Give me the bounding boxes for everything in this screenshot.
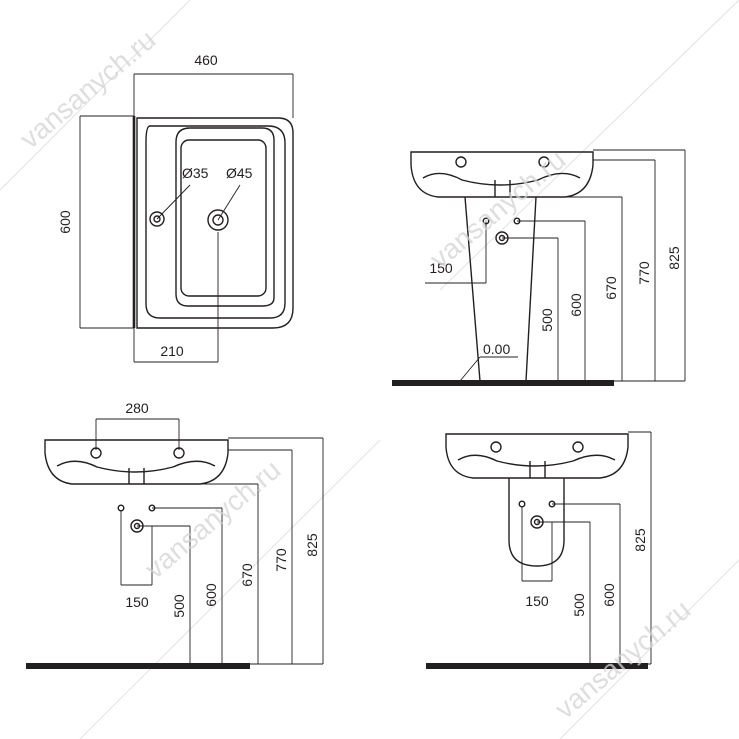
drain-hole-icon bbox=[207, 209, 229, 231]
dim-h-670: 670 bbox=[603, 276, 619, 300]
top-view: 460 600 Ø35 Ø45 210 bbox=[57, 52, 294, 363]
dim-offset: 210 bbox=[160, 343, 184, 359]
dim-h-825: 825 bbox=[632, 528, 648, 552]
floor-line bbox=[426, 663, 648, 669]
dim-width: 460 bbox=[194, 52, 218, 68]
dim-h-670: 670 bbox=[239, 563, 255, 587]
basin-bowl-inner bbox=[180, 139, 267, 297]
dim-drain-offset: 150 bbox=[525, 593, 549, 609]
dim-h-600: 600 bbox=[601, 583, 617, 607]
floor-line bbox=[26, 663, 250, 669]
watermark: vansanych.ru vansanych.ru vansanych.ru v… bbox=[14, 24, 697, 725]
water-supply-icon bbox=[518, 500, 526, 508]
dim-hole-small: Ø35 bbox=[182, 165, 209, 181]
dim-floor-level: 0.00 bbox=[483, 341, 510, 357]
watermark-text: vansanych.ru bbox=[424, 144, 572, 275]
dim-tap-spacing: 280 bbox=[125, 400, 149, 416]
basin-bowl-outer bbox=[175, 127, 275, 307]
watermark-text: vansanych.ru bbox=[139, 454, 287, 585]
pedestal-view: 150 0.00 500 600 670 770 825 bbox=[392, 149, 686, 386]
semi-pedestal bbox=[508, 478, 565, 567]
tap-hole-icon bbox=[149, 211, 165, 227]
dim-h-600: 600 bbox=[568, 293, 584, 317]
pedestal bbox=[464, 196, 537, 382]
water-supply-icon bbox=[117, 504, 125, 512]
dim-h-825: 825 bbox=[666, 246, 682, 270]
tap-hole-icon bbox=[490, 441, 502, 453]
dim-h-600: 600 bbox=[203, 583, 219, 607]
dim-drain-offset: 150 bbox=[125, 594, 149, 610]
dim-h-825: 825 bbox=[304, 533, 320, 557]
dim-drain-offset: 150 bbox=[429, 260, 453, 276]
dim-h-500: 500 bbox=[539, 308, 555, 332]
wall-view: 280 150 500 600 670 770 825 bbox=[26, 400, 324, 669]
dim-h-770: 770 bbox=[273, 548, 289, 572]
tap-hole-icon bbox=[538, 156, 550, 168]
dim-depth: 600 bbox=[57, 210, 73, 234]
tap-hole-icon bbox=[572, 441, 584, 453]
basin-deck bbox=[145, 125, 286, 319]
basin-front bbox=[445, 433, 629, 479]
dim-hole-large: Ø45 bbox=[226, 165, 253, 181]
watermark-text: vansanych.ru bbox=[14, 24, 162, 155]
dim-h-500: 500 bbox=[571, 593, 587, 617]
floor-line bbox=[392, 380, 614, 386]
basin-outline bbox=[136, 117, 294, 329]
dim-h-770: 770 bbox=[636, 261, 652, 285]
tap-hole-icon bbox=[455, 156, 467, 168]
semi-pedestal-view: 150 500 600 825 bbox=[426, 431, 652, 669]
dim-h-500: 500 bbox=[171, 594, 187, 618]
